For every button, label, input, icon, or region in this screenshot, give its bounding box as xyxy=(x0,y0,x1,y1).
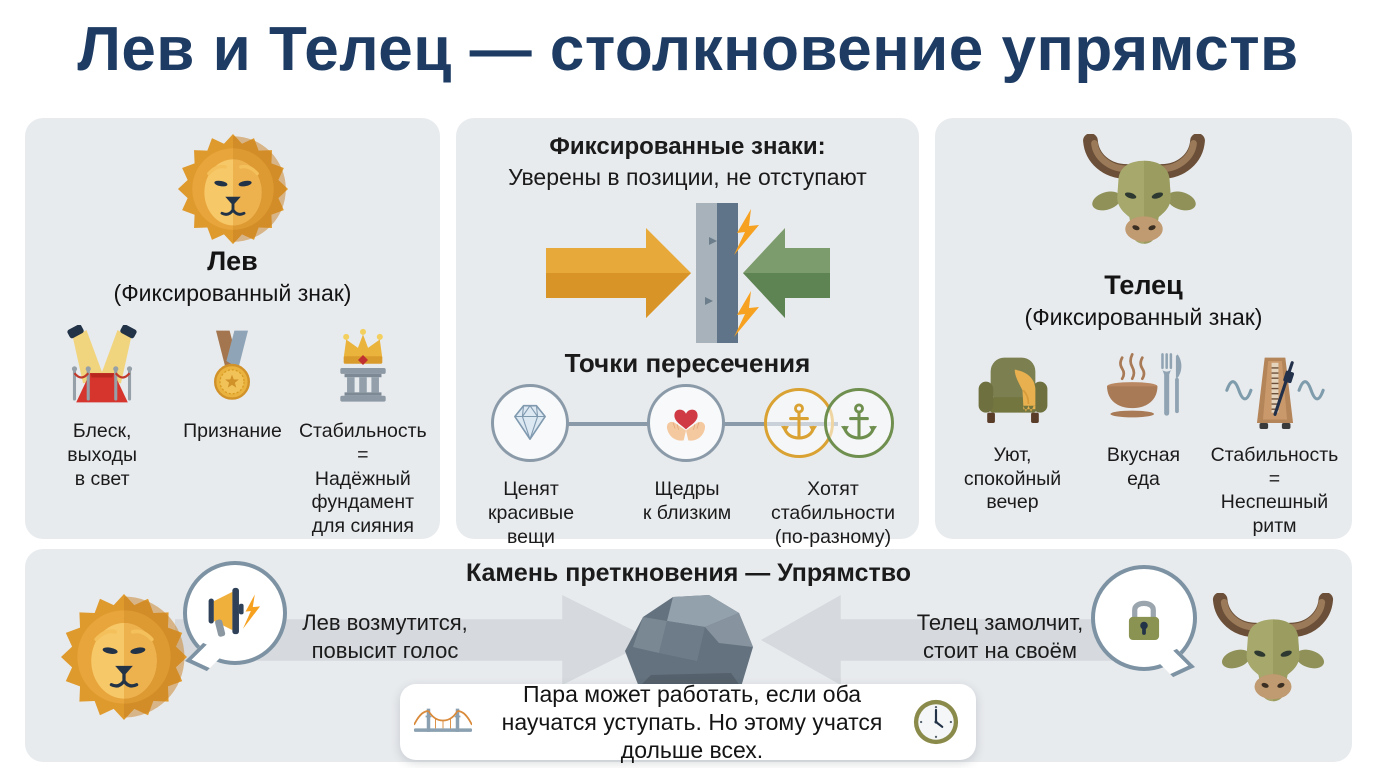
diamond-icon xyxy=(503,396,557,450)
conclusion-text: Пара может работать, если оба научатся у… xyxy=(501,680,883,764)
taurus-trait-label: Уют, спокойный вечер xyxy=(963,443,1062,514)
heart-in-hands-icon xyxy=(657,394,715,452)
taurus-speech-bubble xyxy=(1091,565,1197,678)
leo-trait-recognition: Признание xyxy=(167,323,297,539)
taurus-subtitle: (Фиксированный знак) xyxy=(1024,303,1263,330)
leo-trait-stability: Стабильность = Надёжный фундамент для си… xyxy=(298,323,428,539)
stability-label: Хотят стабильности (по-разному) xyxy=(770,478,896,548)
taurus-trait-food: Вкусная еда xyxy=(1078,347,1209,539)
leo-subtitle: (Фиксированный знак) xyxy=(113,280,352,307)
megaphone-lightning-icon xyxy=(202,580,268,646)
fixed-signs-heading: Фиксированные знаки: xyxy=(549,133,826,160)
conclusion-note: Пара может работать, если оба научатся у… xyxy=(400,681,976,763)
metronome-icon xyxy=(1222,349,1328,435)
values-label: Ценят красивые вещи xyxy=(487,478,575,548)
generosity-circle xyxy=(647,384,725,462)
taurus-reaction-text: Телец замолчит, стоит на своём xyxy=(916,610,1084,664)
taurus-name: Телец xyxy=(1104,269,1183,300)
intersections-title: Точки пересечения xyxy=(564,348,811,378)
taurus-panel: Телец (Фиксированный знак) Уют, спокойны… xyxy=(935,118,1352,539)
taurus-traits: Уют, спокойный вечер Вкусная еда Стабиль… xyxy=(935,331,1352,539)
leo-trait-label: Стабильность = Надёжный фундамент для си… xyxy=(298,420,427,538)
leo-speech-bubble xyxy=(183,561,287,672)
taurus-trait-cozy: Уют, спокойный вечер xyxy=(947,347,1078,539)
leo-name: Лев xyxy=(207,246,258,277)
meal-bowl-cutlery-icon xyxy=(1099,351,1189,435)
bridge-icon xyxy=(414,701,472,743)
conflict-title: Камень преткновения — Упрямство xyxy=(465,559,912,587)
sign-panels-row: Лев (Фиксированный знак) Блеск, выходы в… xyxy=(25,118,1352,548)
leo-stability-circle xyxy=(764,388,834,458)
taurus-trait-label: Стабильность = Неспешный ритм xyxy=(1210,443,1339,538)
taurus-trait-label: Вкусная еда xyxy=(1106,443,1181,490)
leo-reaction-text: Лев возмутится, повысит голос xyxy=(302,610,468,664)
generosity-label: Щедры к близким xyxy=(642,478,732,524)
spotlights-red-carpet-icon xyxy=(58,325,146,411)
fixed-signs-subheading: Уверены в позиции, не отступают xyxy=(508,164,867,190)
leo-trait-label: Признание xyxy=(183,420,282,443)
lion-face-icon xyxy=(61,591,187,723)
armchair-blanket-icon xyxy=(969,349,1057,435)
page-title: Лев и Телец — столкновение упрямств xyxy=(77,15,1299,84)
bull-face-icon xyxy=(1069,134,1219,268)
padlock-icon xyxy=(1115,589,1173,647)
speech-bubble-tail xyxy=(1155,648,1195,678)
anchor-icon xyxy=(837,401,881,445)
anchor-icon xyxy=(777,401,821,445)
leo-trait-label: Блеск, выходы в свет xyxy=(67,420,138,490)
arrows-clashing-wall-icon xyxy=(545,203,830,343)
leo-trait-glamour: Блеск, выходы в свет xyxy=(37,323,167,539)
crown-on-pedestal-icon xyxy=(321,325,405,411)
taurus-trait-rhythm: Стабильность = Неспешный ритм xyxy=(1209,347,1340,539)
taurus-stability-circle xyxy=(824,388,894,458)
intersections-row: Ценят красивые вещи Щедры к близким Хотя… xyxy=(456,384,919,548)
lion-face-icon xyxy=(163,134,303,244)
bull-face-icon xyxy=(1205,593,1341,725)
leo-traits: Блеск, выходы в свет Признание Стабильно… xyxy=(25,307,440,539)
fixed-signs-panel: Фиксированные знаки: Уверены в позиции, … xyxy=(456,118,919,548)
values-circle xyxy=(491,384,569,462)
clock-icon xyxy=(912,698,960,746)
leo-panel: Лев (Фиксированный знак) Блеск, выходы в… xyxy=(25,118,440,539)
medal-icon xyxy=(192,327,272,411)
